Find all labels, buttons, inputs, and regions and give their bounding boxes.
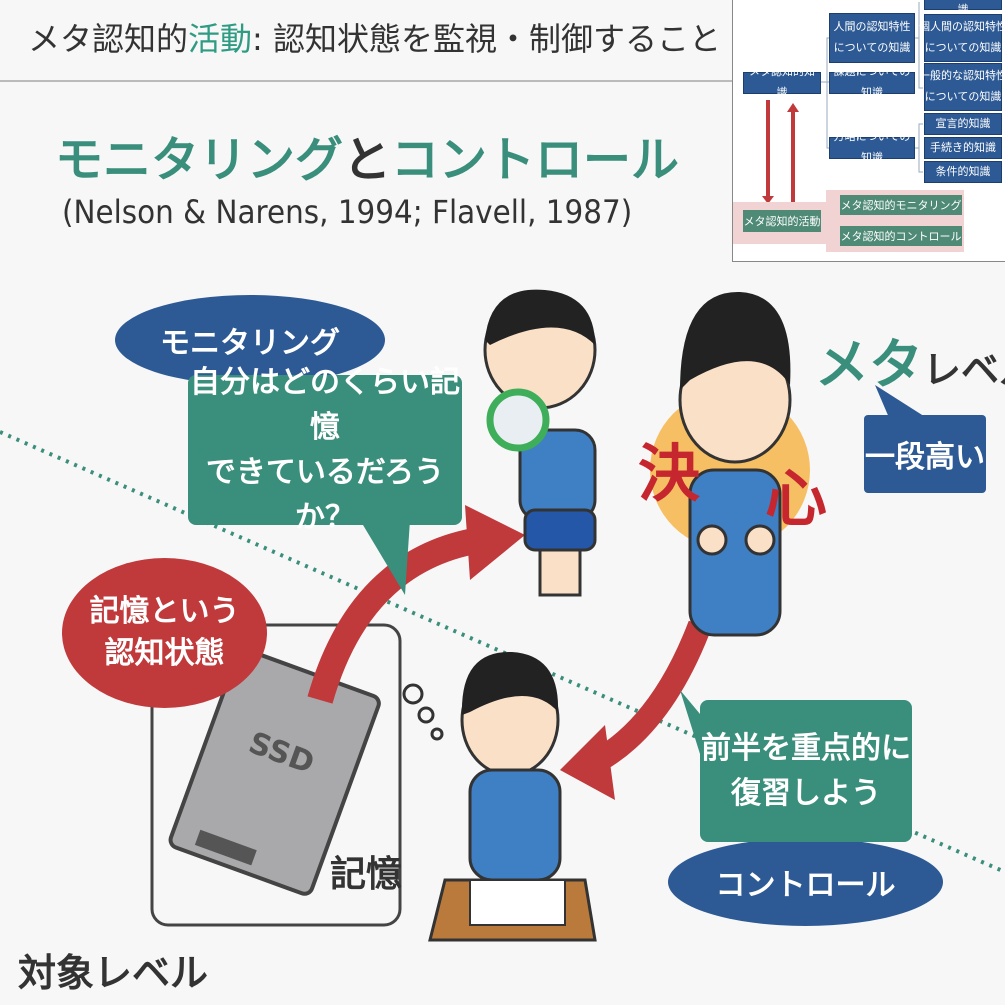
higher-level-callout: 一段高い xyxy=(864,415,986,493)
memory-frame xyxy=(150,623,402,927)
control-label: コントロール xyxy=(668,838,943,926)
control-speech-bubble: 前半を重点的に復習しよう xyxy=(700,700,912,842)
memory-state-label: 記憶という認知状態 xyxy=(62,558,267,708)
object-level-label: 対象レベル xyxy=(18,951,209,995)
magnifier-icon xyxy=(486,388,550,452)
svg-text:決: 決 xyxy=(638,437,700,510)
title-divider xyxy=(0,80,732,82)
studying-boy-illustration xyxy=(428,651,597,942)
level-divider-line xyxy=(0,430,1005,874)
monitoring-speech-bubble: 自分はどのくらい記憶できているだろうか？ xyxy=(188,365,462,535)
thought-bubbles-icon xyxy=(402,683,444,741)
heading: モニタリングとコントロール xyxy=(55,132,680,188)
monitoring-boy-illustration xyxy=(483,289,597,597)
monitor-arrow xyxy=(307,527,483,704)
meta-level-label: メタレベル xyxy=(815,333,1005,396)
memory-label: 記憶 xyxy=(330,854,403,895)
metacognition-diagram: メタ認知的知識 人間の認知特性 についての知識 課題についての知識 方略について… xyxy=(732,0,1005,262)
svg-text:心: 心 xyxy=(765,462,827,535)
citation: (Nelson & Narens, 1994; Flavell, 1987) xyxy=(62,193,633,231)
ssd-icon: SSD xyxy=(168,647,381,896)
box-metacognitive-activity: メタ認知的活動 xyxy=(743,210,821,232)
monitoring-label: モニタリング xyxy=(115,295,385,385)
slide-title: メタ認知的活動: 認知状態を監視・制御すること xyxy=(28,20,721,58)
determined-boy-illustration: 決 心 xyxy=(638,291,827,637)
